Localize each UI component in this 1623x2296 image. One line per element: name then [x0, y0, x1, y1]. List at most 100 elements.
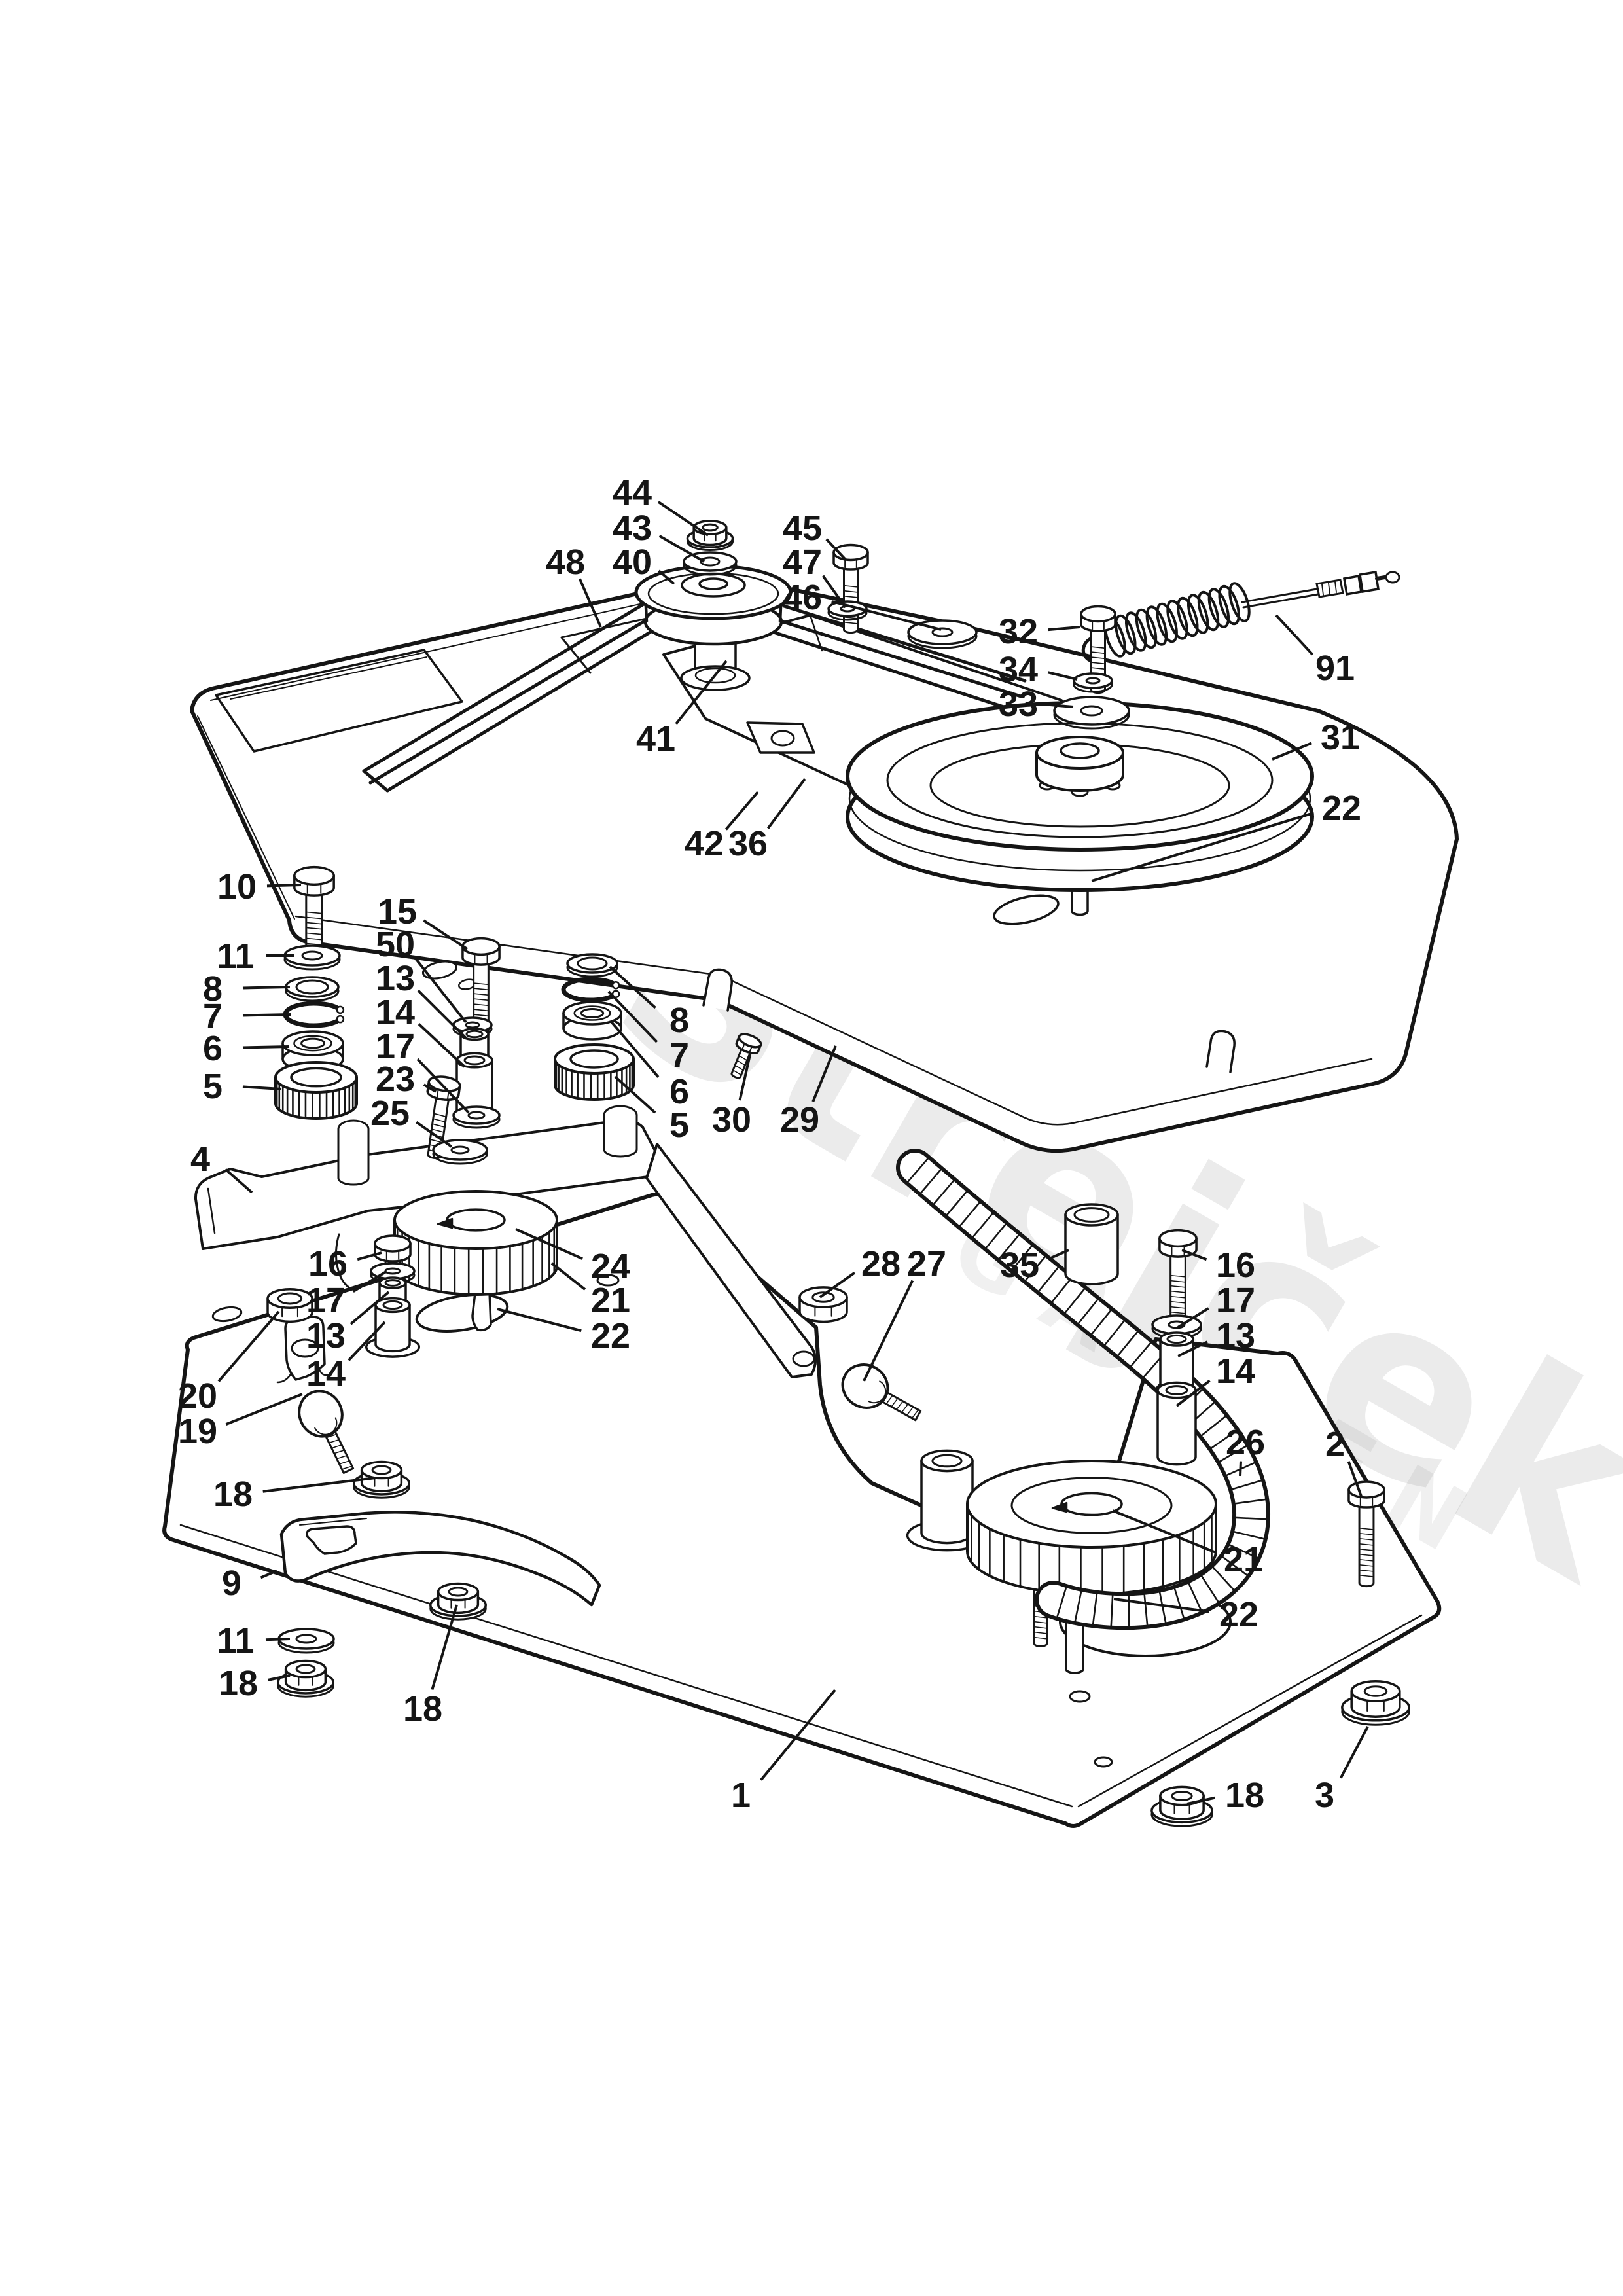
layer-gear-left	[393, 1190, 558, 1296]
callout-20: 20	[178, 1310, 280, 1416]
washer-17	[452, 1105, 501, 1129]
spacer-14-right	[1156, 1381, 1197, 1466]
callout-18: 18	[403, 1604, 458, 1729]
callout-label-47: 47	[783, 543, 822, 582]
callout-18: 18	[213, 1475, 376, 1514]
callout-label-14: 14	[376, 993, 415, 1032]
callout-22: 22	[1113, 1595, 1258, 1634]
callout-2: 2	[1325, 1425, 1363, 1497]
callout-label-10: 10	[217, 867, 257, 906]
callout-29: 29	[780, 1045, 837, 1139]
callout-1: 1	[731, 1689, 836, 1815]
callout-22: 22	[1091, 789, 1361, 882]
callout-22: 22	[497, 1308, 630, 1355]
callout-6: 6	[203, 1029, 290, 1068]
callout-42: 42	[685, 791, 759, 863]
pulley-5	[274, 1061, 358, 1120]
callout-5: 5	[203, 1067, 282, 1106]
callout-27: 27	[863, 1244, 946, 1382]
callout-label-13: 13	[306, 1316, 346, 1355]
callout-label-8: 8	[203, 969, 223, 1009]
callout-label-18: 18	[213, 1475, 253, 1514]
callout-47: 47	[783, 543, 847, 609]
callout-label-29: 29	[780, 1100, 819, 1139]
callout-label-26: 26	[1226, 1423, 1265, 1462]
callout-label-41: 41	[636, 719, 675, 759]
washer-11b	[277, 1628, 335, 1654]
callout-16: 16	[1181, 1246, 1255, 1285]
callout-label-6: 6	[669, 1072, 689, 1111]
callout-11: 11	[217, 937, 294, 976]
callout-label-13: 13	[376, 959, 415, 998]
callout-35: 35	[1000, 1246, 1069, 1285]
callout-label-43: 43	[613, 509, 652, 548]
callout-label-11: 11	[217, 1621, 254, 1660]
callout-label-7: 7	[203, 997, 223, 1036]
callout-label-24: 24	[591, 1247, 630, 1286]
callout-label-17: 17	[306, 1281, 346, 1320]
callout-label-18: 18	[219, 1664, 258, 1703]
callout-46: 46	[783, 578, 942, 631]
callout-17: 17	[1177, 1281, 1255, 1329]
callout-3: 3	[1315, 1726, 1369, 1815]
callout-4: 4	[190, 1139, 253, 1194]
callout-label-40: 40	[613, 543, 652, 582]
callout-label-31: 31	[1321, 718, 1360, 757]
callout-50: 50	[376, 925, 467, 1024]
callout-19: 19	[178, 1393, 303, 1451]
washer-34	[1073, 672, 1113, 693]
layer-fasteners	[266, 519, 1410, 1827]
callout-34: 34	[999, 650, 1078, 689]
callout-17: 17	[306, 1270, 387, 1320]
notch-left	[702, 968, 733, 1012]
callout-label-9: 9	[222, 1564, 241, 1603]
callout-label-50: 50	[376, 925, 415, 964]
tension-spring-91	[1081, 570, 1400, 664]
callout-11: 11	[217, 1621, 291, 1660]
callout-label-18: 18	[403, 1689, 442, 1729]
callout-13: 13	[376, 959, 467, 1039]
callout-label-5: 5	[669, 1105, 689, 1145]
callout-label-8: 8	[669, 1001, 689, 1040]
bearing-6b	[562, 1001, 622, 1041]
nut-28	[798, 1286, 848, 1323]
callout-10: 10	[217, 867, 302, 906]
callout-label-36: 36	[728, 824, 768, 863]
nut-18b	[277, 1659, 334, 1698]
callout-36: 36	[728, 778, 806, 863]
bushing-35	[1064, 1203, 1119, 1285]
bracket-arm	[645, 1143, 817, 1378]
callout-24: 24	[515, 1228, 630, 1286]
washer-25	[432, 1139, 488, 1165]
callout-14: 14	[376, 993, 466, 1068]
callout-label-46: 46	[783, 578, 822, 617]
callout-label-42: 42	[685, 824, 724, 863]
callout-label-27: 27	[907, 1244, 946, 1283]
callout-17: 17	[376, 1027, 470, 1114]
callout-label-30: 30	[712, 1100, 751, 1139]
callout-label-17: 17	[376, 1027, 415, 1066]
callout-label-19: 19	[178, 1412, 217, 1451]
callout-15: 15	[378, 892, 469, 950]
callout-label-16: 16	[1216, 1246, 1255, 1285]
callout-43: 43	[613, 509, 705, 563]
pulley-40	[634, 564, 793, 691]
bearing-6	[281, 1030, 344, 1072]
nut-18d	[1150, 1785, 1213, 1827]
callout-label-23: 23	[376, 1060, 415, 1099]
belt-teeth	[906, 1156, 1270, 1629]
seal-8	[285, 976, 340, 1002]
callout-label-48: 48	[546, 543, 585, 582]
callout-8: 8	[609, 965, 689, 1040]
callout-18: 18	[219, 1664, 291, 1703]
pulley-31	[846, 701, 1314, 916]
callout-label-34: 34	[999, 650, 1038, 689]
callout-5: 5	[614, 1075, 689, 1145]
callout-label-22: 22	[1322, 789, 1361, 828]
callout-label-25: 25	[370, 1094, 410, 1133]
callout-label-32: 32	[999, 612, 1038, 651]
callout-31: 31	[1272, 718, 1360, 761]
callout-16: 16	[308, 1244, 382, 1283]
callout-7: 7	[607, 990, 689, 1075]
